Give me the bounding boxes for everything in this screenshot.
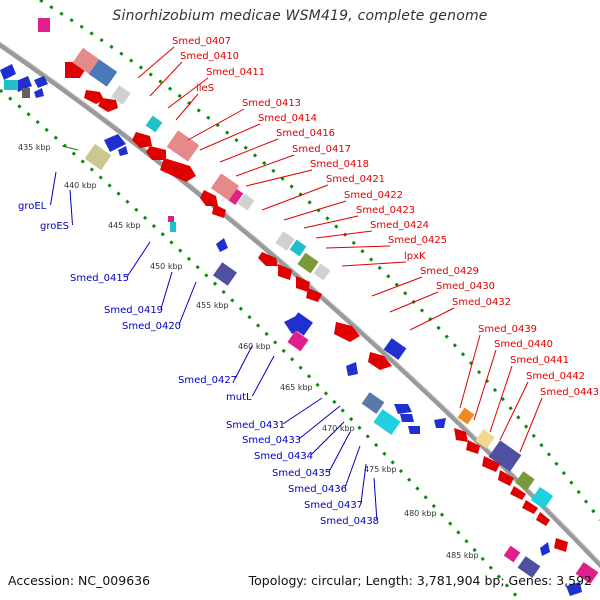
gene-label-connector bbox=[149, 61, 183, 97]
forward-gene-label[interactable]: Smed_0442 bbox=[526, 371, 585, 382]
reverse-gene-label[interactable]: Smed_0435 bbox=[272, 468, 331, 479]
reverse-strand-features bbox=[0, 64, 582, 596]
gene-label-connector bbox=[519, 397, 543, 453]
forward-gene-label[interactable]: Smed_0422 bbox=[344, 190, 403, 201]
gene-label-connector bbox=[344, 445, 361, 489]
gene-label-connector bbox=[178, 281, 197, 326]
reverse-gene-label[interactable]: Smed_0419 bbox=[104, 305, 163, 316]
gene-label-connector bbox=[409, 307, 455, 331]
forward-gene-label[interactable]: Smed_0414 bbox=[258, 113, 317, 124]
forward-gene-label[interactable]: Smed_0425 bbox=[388, 235, 447, 246]
forward-gene-label[interactable]: lpxK bbox=[404, 251, 426, 262]
forward-gene-label[interactable]: Smed_0423 bbox=[356, 205, 415, 216]
forward-gene-label[interactable]: Smed_0410 bbox=[180, 51, 239, 62]
tick-label: 455 kbp bbox=[196, 301, 229, 310]
reverse-gene-label[interactable]: groEL bbox=[18, 201, 47, 212]
reverse-gene-labels: groEL groES Smed_0415Smed_0419Smed_0420Sme… bbox=[18, 171, 379, 527]
forward-gene-label[interactable]: Smed_0413 bbox=[242, 98, 301, 109]
gene-label-connector bbox=[303, 215, 359, 229]
gene-label-connector bbox=[245, 169, 313, 187]
forward-gene-label[interactable]: Smed_0430 bbox=[436, 281, 495, 292]
reverse-gene-label[interactable]: Smed_0433 bbox=[242, 435, 301, 446]
gene-label-connector bbox=[282, 397, 323, 425]
gene-label-connector bbox=[199, 123, 261, 151]
forward-gene-label[interactable]: Smed_0432 bbox=[452, 297, 511, 308]
gene-label-connector bbox=[360, 463, 367, 505]
gene-label-connector bbox=[235, 154, 295, 177]
reverse-gene-label[interactable]: Smed_0427 bbox=[178, 375, 237, 386]
gene-label-connector bbox=[261, 184, 329, 211]
forward-gene-label[interactable]: Smed_0429 bbox=[420, 266, 479, 277]
kbp-ticks: 435 kbp 440 kbp 445 kbp 450 kbp 455 kbp … bbox=[18, 143, 479, 560]
forward-gene-label[interactable]: Smed_0416 bbox=[276, 128, 335, 139]
gene-label-connector bbox=[187, 108, 245, 141]
gene-label-connector bbox=[371, 276, 423, 297]
gene-label-connector bbox=[137, 46, 175, 79]
reverse-gene-label[interactable]: Smed_0434 bbox=[254, 451, 313, 462]
gene-label-connector bbox=[298, 405, 341, 440]
forward-gene-label[interactable]: Smed_0439 bbox=[478, 324, 537, 335]
gene-label-connector bbox=[489, 365, 513, 433]
gene-label-connector bbox=[373, 477, 378, 521]
reverse-gene-label[interactable]: groES bbox=[40, 221, 69, 232]
forward-gene-label[interactable]: Smed_0440 bbox=[494, 339, 553, 350]
tick-label: 475 kbp bbox=[364, 465, 397, 474]
tick-label: 450 kbp bbox=[150, 262, 183, 271]
forward-strand-features bbox=[38, 18, 599, 584]
gene-label-connector bbox=[283, 200, 347, 221]
gene-label-connector bbox=[473, 349, 497, 421]
tick-label: 435 kbp bbox=[18, 143, 51, 152]
forward-gene-label[interactable]: Smed_0407 bbox=[172, 36, 231, 47]
reverse-gene-label[interactable]: Smed_0431 bbox=[226, 420, 285, 431]
tick-label: 470 kbp bbox=[322, 424, 355, 433]
gene-label-connector bbox=[234, 345, 253, 380]
gene-label-connector bbox=[499, 381, 529, 441]
gene-label-connector bbox=[325, 245, 391, 249]
accession-label: Accession: NC_009636 bbox=[8, 573, 151, 588]
tick-label: 465 kbp bbox=[280, 383, 313, 392]
forward-gene-label[interactable]: ileS bbox=[196, 83, 214, 94]
gene-label-connector bbox=[160, 271, 173, 310]
gene-label-connector bbox=[219, 138, 279, 163]
outer-tick-ring bbox=[39, 0, 600, 521]
gene-label-connector bbox=[175, 93, 199, 121]
forward-gene-label[interactable]: Smed_0421 bbox=[326, 174, 385, 185]
forward-gene-label[interactable]: Smed_0418 bbox=[310, 159, 369, 170]
forward-gene-label[interactable]: Smed_0441 bbox=[510, 355, 569, 366]
gene-label-connector bbox=[459, 334, 481, 409]
gene-label-connector bbox=[315, 230, 373, 239]
reverse-gene-label[interactable]: Smed_0436 bbox=[288, 484, 347, 495]
forward-gene-label[interactable]: Smed_0411 bbox=[206, 67, 265, 78]
gene-label-connector bbox=[389, 291, 439, 313]
forward-gene-label[interactable]: Smed_0424 bbox=[370, 220, 429, 231]
gene-label-connector bbox=[328, 431, 351, 473]
gene-label-connector bbox=[50, 171, 57, 206]
tick-label: 460 kbp bbox=[238, 342, 271, 351]
tick-label: 485 kbp bbox=[446, 551, 479, 560]
gene-label-connector bbox=[69, 189, 73, 226]
genome-title: Sinorhizobium medicae WSM419, complete g… bbox=[112, 8, 488, 24]
gene-label-connector bbox=[126, 241, 151, 278]
reverse-gene-label[interactable]: Smed_0438 bbox=[320, 516, 379, 527]
gene-label-connector bbox=[251, 355, 275, 397]
gene-label-connector bbox=[167, 77, 209, 109]
tick-label: 440 kbp bbox=[64, 181, 97, 190]
tick-label: 445 kbp bbox=[108, 221, 141, 230]
gene-label-connector bbox=[310, 421, 345, 456]
forward-gene-label[interactable]: Smed_0443 bbox=[540, 387, 599, 398]
reverse-gene-label[interactable]: Smed_0437 bbox=[304, 500, 363, 511]
tick-label: 480 kbp bbox=[404, 509, 437, 518]
reverse-gene-label[interactable]: Smed_0415 bbox=[70, 273, 129, 284]
gene-label-connector bbox=[341, 261, 407, 267]
reverse-gene-label[interactable]: Smed_0420 bbox=[122, 321, 181, 332]
reverse-gene-label[interactable]: mutL bbox=[226, 392, 252, 403]
genome-summary: Topology: circular; Length: 3,781,904 bp… bbox=[248, 573, 592, 588]
forward-gene-label[interactable]: Smed_0417 bbox=[292, 144, 351, 155]
